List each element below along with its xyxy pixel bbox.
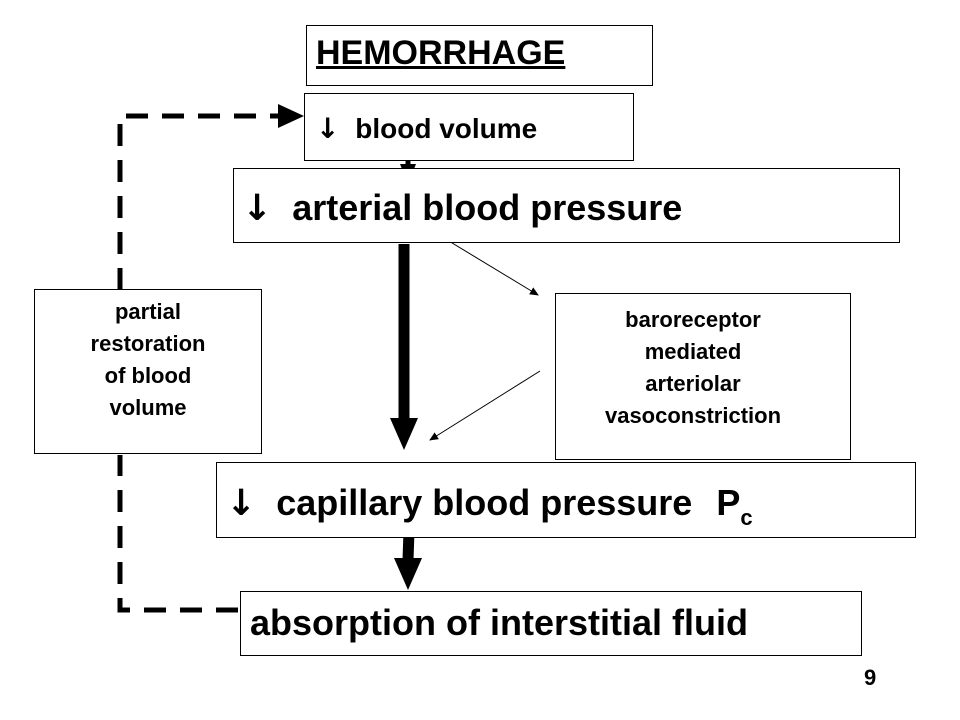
feedback-loop-upper <box>117 113 280 290</box>
baroreceptor-line: baroreceptor <box>625 307 761 332</box>
feedback-arrowhead <box>278 104 304 128</box>
page-number: 9 <box>864 665 877 690</box>
arterial-box <box>233 168 900 243</box>
arterial-text: arterial blood pressure <box>292 187 683 228</box>
absorption-text: absorption of interstitial fluid <box>250 602 748 643</box>
blood-volume-text: blood volume <box>355 113 538 144</box>
capillary-box <box>216 462 916 538</box>
restoration-line: volume <box>109 394 187 420</box>
baroreceptor-line: mediated <box>644 338 742 364</box>
restoration-text: partial restoration of blood volume <box>34 296 262 424</box>
restoration-line: restoration <box>90 330 206 356</box>
baroreceptor-text: baroreceptor mediated arteriolar vasocon… <box>548 304 838 432</box>
hemorrhage-title: HEMORRHAGE <box>316 34 566 72</box>
hemorrhage-box <box>306 25 653 86</box>
baroreceptor-line: arteriolar <box>645 370 741 396</box>
absorption-box <box>240 591 862 656</box>
capillary-subscript: c <box>740 505 753 530</box>
restoration-line: partial <box>114 299 182 324</box>
down-arrow-icon: ↓ <box>226 483 257 524</box>
baroreceptor-box <box>555 293 851 460</box>
blood-volume-label: ↓ blood volume <box>316 112 537 145</box>
down-arrow-icon: ↓ <box>316 112 340 145</box>
restoration-line: of blood <box>104 362 192 388</box>
capillary-text: capillary blood pressure <box>276 482 693 523</box>
blood-volume-box <box>304 93 634 161</box>
capillary-label: ↓ capillary blood pressure Pc <box>226 482 753 530</box>
arrow-baroreceptor-to-capillary <box>429 370 541 441</box>
baroreceptor-line: vasoconstriction <box>604 402 782 428</box>
feedback-loop-lower <box>117 455 238 613</box>
capillary-symbol: P <box>716 482 741 523</box>
arterial-label: ↓ arterial blood pressure <box>242 187 682 229</box>
down-arrow-icon: ↓ <box>242 188 273 229</box>
restoration-box <box>34 289 262 454</box>
